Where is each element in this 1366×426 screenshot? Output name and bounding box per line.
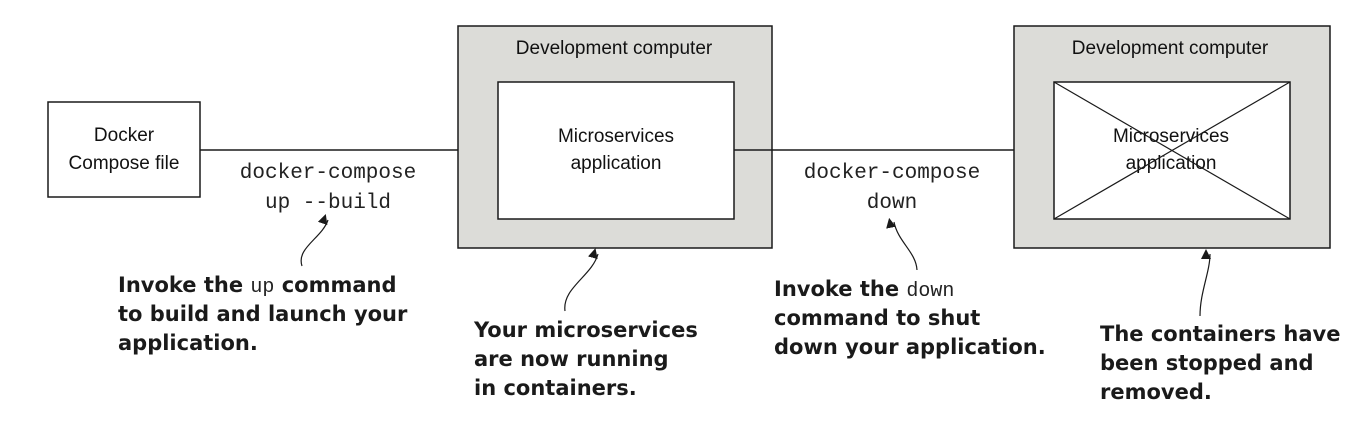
running-app-label-line1: Microservices: [558, 126, 674, 147]
stopped-app-label-line1: Microservices: [1113, 126, 1229, 147]
stopped-note-line2: been stopped and: [1100, 351, 1314, 375]
up-code: up: [250, 276, 274, 299]
docker-compose-file-box: Docker Compose file: [47, 101, 201, 198]
stopped-microservices-app: Microservices application: [1053, 81, 1291, 220]
running-note-line3: in containers.: [474, 376, 637, 400]
stopped-development-computer: Development computer Microservices appli…: [1013, 25, 1331, 249]
down-note-line1: Invoke the down: [774, 277, 954, 303]
compose-file-label-line1: Docker: [94, 125, 155, 146]
running-note-line2: are now running: [474, 347, 669, 371]
running-development-computer: Development computer Microservices appli…: [457, 25, 773, 249]
up-note-line3: application.: [118, 331, 258, 355]
stopped-note-line1: The containers have: [1100, 322, 1340, 346]
up-note-line1: Invoke the up command: [118, 273, 397, 299]
down-code: down: [906, 280, 954, 303]
up-annotation: Invoke the up command to build and launc…: [118, 273, 408, 355]
running-note-line1: Your microservices: [473, 318, 698, 342]
stopped-app-label-line2: application: [1126, 153, 1217, 174]
stopped-callout-arrow: [1199, 248, 1211, 317]
down-note-line3: down your application.: [774, 335, 1046, 359]
command-down-line2: down: [867, 192, 917, 215]
command-up-line1: docker-compose: [240, 162, 416, 185]
running-microservices-app: Microservices application: [497, 81, 735, 220]
running-callout-arrow: [564, 248, 599, 312]
running-app-label-line2: application: [571, 153, 662, 174]
command-up-line2: up --build: [265, 192, 391, 215]
up-note-line2: to build and launch your: [118, 302, 408, 326]
down-callout-arrow: [886, 217, 918, 271]
stopped-computer-title: Development computer: [1072, 38, 1269, 59]
down-annotation: Invoke the down command to shut down you…: [774, 277, 1046, 359]
command-down-line1: docker-compose: [804, 162, 980, 185]
up-callout-arrow: [300, 213, 329, 267]
stopped-note-line3: removed.: [1100, 380, 1212, 404]
stopped-annotation: The containers have been stopped and rem…: [1100, 322, 1340, 404]
running-annotation: Your microservices are now running in co…: [473, 318, 698, 400]
running-computer-title: Development computer: [516, 38, 713, 59]
down-note-line2: command to shut: [774, 306, 980, 330]
compose-file-label-line2: Compose file: [69, 153, 180, 174]
cross-out-line-2: [1053, 81, 1291, 220]
